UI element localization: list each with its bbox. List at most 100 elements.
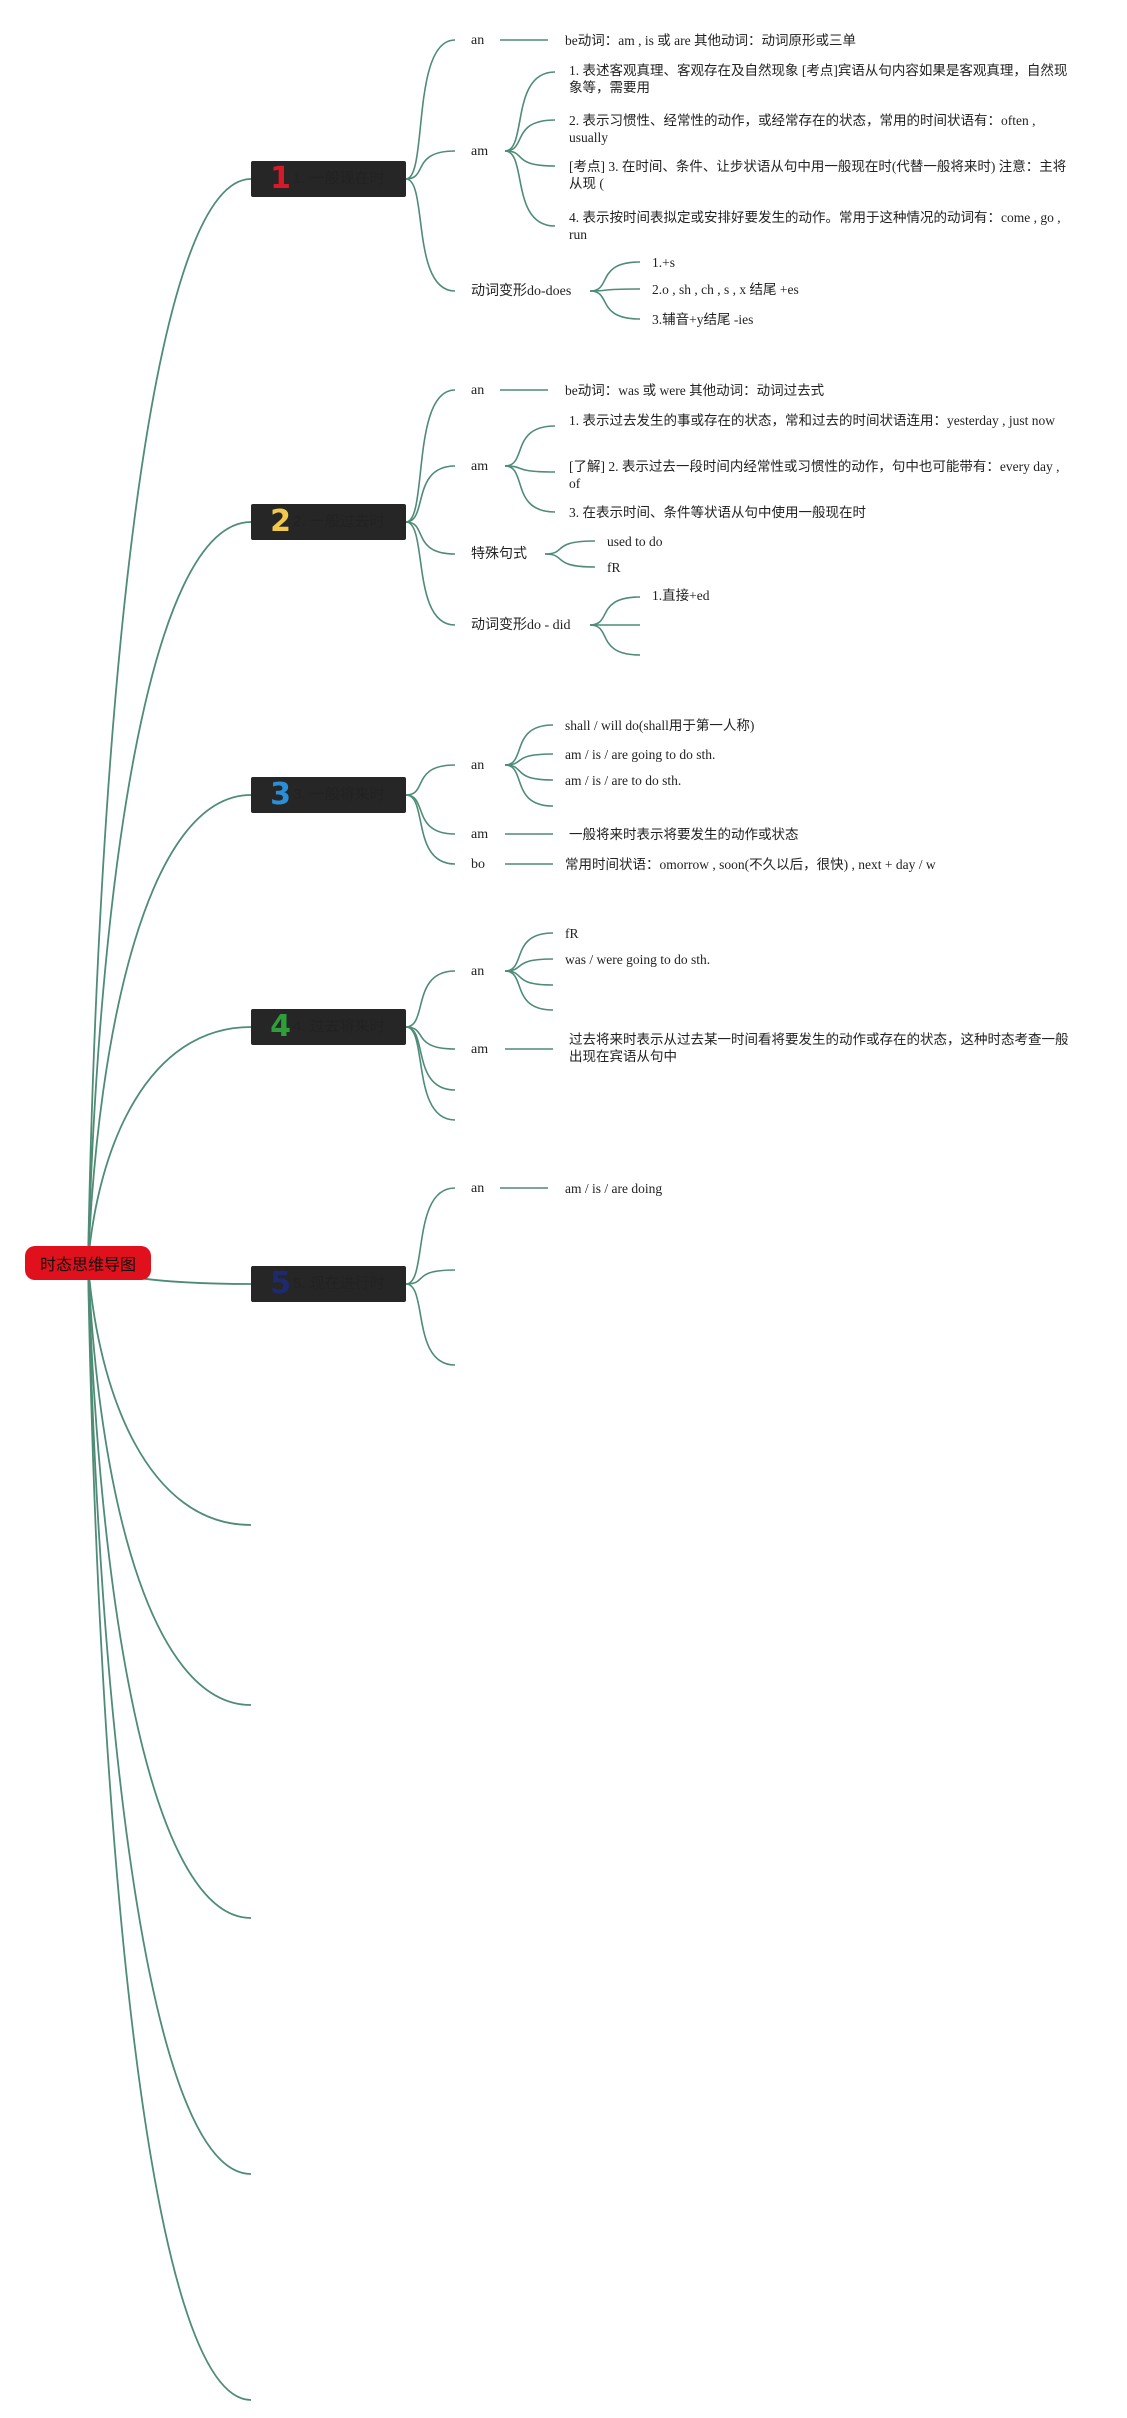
leaf-2-4-1[interactable]: 1.直接+ed — [652, 588, 710, 603]
topic-label-3: 3. 一般将来时 — [293, 786, 385, 803]
t3-link-b — [405, 794, 456, 835]
t2-sp-link-1 — [544, 553, 596, 568]
branch-4-2[interactable]: am — [471, 1042, 489, 1057]
topic-number-2: 2 — [270, 504, 291, 539]
t2-do-link-0 — [589, 596, 641, 626]
t1-am-link-3 — [504, 150, 556, 227]
topic-label-2: 2. 一般过去时 — [293, 513, 385, 530]
root-link-9 — [87, 1262, 252, 2175]
t2-sp-link-0 — [544, 540, 596, 555]
t1-link-c — [405, 178, 456, 292]
t5-link-a — [405, 1187, 456, 1285]
leaf-3-1-2[interactable]: am / is / are going to do sth. — [565, 747, 716, 762]
topic-label-5: 5. 现在进行时 — [293, 1275, 385, 1292]
t1-link-b — [405, 150, 456, 180]
branch-1-2[interactable]: am — [471, 144, 489, 159]
leaf-4-1-1[interactable]: fR — [565, 926, 579, 941]
root-link-7 — [87, 1262, 252, 1706]
topic-node-3[interactable]: 3 3. 一般将来时 — [251, 777, 406, 813]
t3-link-a — [405, 764, 456, 796]
topic-number-3: 3 — [270, 777, 291, 812]
t2-do-link-2 — [589, 624, 641, 656]
branch-1-1[interactable]: an — [471, 33, 485, 48]
leaf-1-1-1[interactable]: be动词：am , is 或 are 其他动词：动词原形或三单 — [565, 33, 856, 48]
t5-link-c — [405, 1283, 456, 1366]
leaf-2-3-2[interactable]: fR — [607, 560, 621, 575]
t4-link-c — [405, 1026, 456, 1091]
branch-2-4[interactable]: 动词变形do - did — [471, 618, 571, 633]
t2-am-link-0 — [504, 425, 556, 467]
t2-am-link-1 — [504, 465, 556, 473]
t3-link-c — [405, 794, 456, 865]
topic-node-4[interactable]: 4 4. 过去将来时 — [251, 1009, 406, 1045]
leaf-1-2-2[interactable]: 2. 表示习惯性、经常性的动作，或经常存在的状态，常用的时间状语有：often … — [569, 113, 1036, 145]
topic-number-4: 4 — [270, 1009, 291, 1044]
t2-am-link-2 — [504, 465, 556, 513]
root-link-8 — [87, 1262, 252, 1919]
leaf-1-3-3[interactable]: 3.辅音+y结尾 -ies — [652, 312, 754, 327]
branch-5-1[interactable]: an — [471, 1181, 485, 1196]
topic-number-5: 5 — [270, 1266, 291, 1301]
t1-am-link-1 — [504, 119, 556, 152]
t1-link-a — [405, 39, 456, 180]
root-link-6 — [87, 1262, 252, 1526]
leaf-1-3-2[interactable]: 2.o , sh , ch , s , x 结尾 +es — [652, 282, 799, 297]
branch-2-3[interactable]: 特殊句式 — [471, 547, 527, 562]
topic-node-5[interactable]: 5 5. 现在进行时 — [251, 1266, 406, 1302]
t3-an-link-0 — [504, 724, 554, 766]
leaf-4-2-1[interactable]: 过去将来时表示从过去某一时间看将要发生的动作或存在的状态，这种时态考查一般出现在… — [569, 1032, 1069, 1064]
branch-3-3[interactable]: bo — [471, 857, 485, 872]
topic-label-4: 4. 过去将来时 — [293, 1018, 385, 1035]
t1-am-link-2 — [504, 150, 556, 167]
leaf-2-2-2[interactable]: [了解] 2. 表示过去一段时间内经常性或习惯性的动作，句中也可能带有：ever… — [569, 459, 1060, 491]
branch-4-1[interactable]: an — [471, 964, 485, 979]
t5-link-b — [405, 1269, 456, 1285]
leaf-1-3-1[interactable]: 1.+s — [652, 255, 675, 270]
root-link-4 — [87, 1026, 252, 1264]
leaf-4-1-2[interactable]: was / were going to do sth. — [565, 952, 711, 967]
leaf-2-2-3[interactable]: 3. 在表示时间、条件等状语从句中使用一般现在时 — [569, 505, 866, 520]
root-link-3 — [87, 794, 252, 1264]
t4-link-a — [405, 970, 456, 1028]
t2-link-c — [405, 521, 456, 555]
leaf-1-2-3[interactable]: [考点] 3. 在时间、条件、让步状语从句中用一般现在时(代替一般将来时) 注意… — [569, 159, 1067, 191]
branch-3-1[interactable]: an — [471, 758, 485, 773]
t4-an-link-0 — [504, 932, 554, 972]
root-link-2 — [87, 521, 252, 1264]
branch-2-2[interactable]: am — [471, 459, 489, 474]
root-label: 时态思维导图 — [39, 1257, 136, 1274]
t2-link-d — [405, 521, 456, 626]
branch-2-1[interactable]: an — [471, 383, 485, 398]
topic-node-2[interactable]: 2 2. 一般过去时 — [251, 504, 406, 540]
t4-link-b — [405, 1026, 456, 1050]
leaf-2-3-1[interactable]: used to do — [607, 534, 663, 549]
leaf-2-1-1[interactable]: be动词：was 或 were 其他动词：动词过去式 — [565, 383, 825, 398]
t2-link-b — [405, 465, 456, 523]
t1-do-link-2 — [589, 290, 641, 320]
leaf-3-2-1[interactable]: 一般将来时表示将要发生的动作或状态 — [569, 827, 799, 842]
leaf-3-1-1[interactable]: shall / will do(shall用于第一人称) — [565, 718, 755, 733]
topic-label-1: 1. 一般现在时 — [293, 170, 385, 187]
leaf-3-3-1[interactable]: 常用时间状语：omorrow , soon(不久以后，很快) , next + … — [565, 857, 936, 872]
leaf-1-2-1[interactable]: 1. 表述客观真理、客观存在及自然现象 [考点]宾语从句内容如果是客观真理，自然… — [569, 63, 1068, 95]
t3-an-link-3 — [504, 764, 554, 807]
leaf-1-2-4[interactable]: 4. 表示按时间表拟定或安排好要发生的动作。常用于这种情况的动词有：come ,… — [569, 210, 1061, 242]
branch-1-3[interactable]: 动词变形do-does — [471, 284, 572, 299]
topic-number-1: 1 — [270, 161, 291, 196]
branch-3-2[interactable]: am — [471, 827, 489, 842]
root-link-10 — [87, 1262, 252, 2401]
t1-do-link-1 — [589, 288, 641, 292]
t4-an-link-3 — [504, 970, 554, 1011]
t1-am-link-0 — [504, 71, 556, 152]
t1-do-link-0 — [589, 261, 641, 292]
topic-node-1[interactable]: 1 1. 一般现在时 — [251, 161, 406, 197]
leaf-3-1-3[interactable]: am / is / are to do sth. — [565, 773, 682, 788]
root-link-1 — [87, 178, 252, 1264]
root-node[interactable]: 时态思维导图 — [25, 1246, 151, 1280]
t4-link-d — [405, 1026, 456, 1121]
t2-link-a — [405, 389, 456, 523]
leaf-2-2-1[interactable]: 1. 表示过去发生的事或存在的状态，常和过去的时间状语连用：yesterday … — [569, 413, 1055, 428]
leaf-5-1-1[interactable]: am / is / are doing — [565, 1181, 663, 1196]
